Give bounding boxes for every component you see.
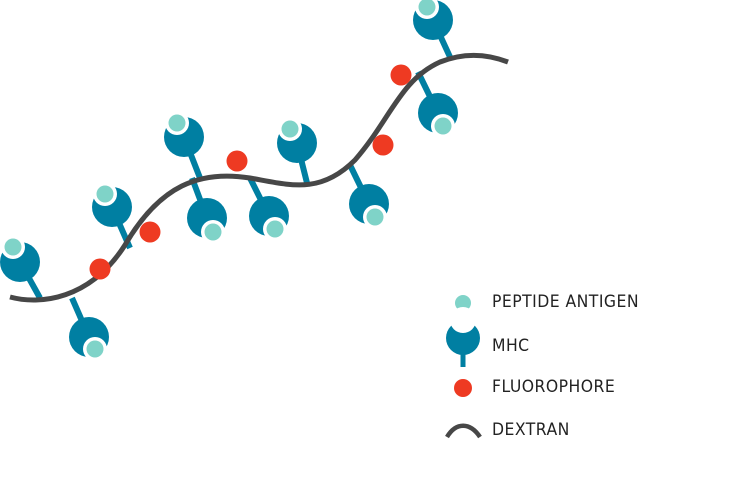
peptide-antigen — [434, 117, 452, 135]
fluorophore — [226, 150, 248, 172]
peptide-antigen — [168, 114, 186, 132]
dextran-icon — [445, 423, 482, 439]
fluorophore — [139, 221, 161, 243]
peptide-antigen — [366, 208, 384, 226]
mhc-molecule — [92, 182, 133, 250]
legend-label-mhc: MHC — [492, 336, 530, 356]
mhc-molecule — [247, 176, 289, 241]
peptide-antigen — [281, 120, 299, 138]
peptide-antigen — [418, 0, 436, 16]
mhc-molecule — [347, 163, 389, 229]
mhc-molecule — [69, 296, 109, 361]
mhc-molecule — [187, 176, 227, 244]
mhc-molecule — [415, 70, 458, 138]
mhc-molecule — [277, 117, 317, 184]
fluorophore-icon — [454, 379, 472, 397]
peptide-antigen — [204, 223, 222, 241]
legend-label-peptide: PEPTIDE ANTIGEN — [492, 292, 639, 312]
fluorophore — [390, 64, 412, 86]
legend-label-dextran: DEXTRAN — [492, 420, 570, 440]
peptide-antigen — [96, 185, 114, 203]
mhc-molecule — [0, 235, 43, 300]
dextran-backbone — [9, 52, 509, 303]
mhc-molecule — [164, 111, 204, 180]
fluorophore — [89, 258, 111, 280]
mhc-icon-groove — [450, 307, 476, 333]
peptide-antigen — [86, 340, 104, 358]
mhc-icon — [446, 307, 480, 367]
peptide-antigen — [266, 220, 284, 238]
legend-label-fluorophore: FLUOROPHORE — [492, 377, 616, 397]
peptide-antigen-icon — [455, 295, 471, 311]
peptide-antigen — [4, 238, 22, 256]
fluorophore — [372, 134, 394, 156]
mhc-molecule — [413, 0, 453, 59]
